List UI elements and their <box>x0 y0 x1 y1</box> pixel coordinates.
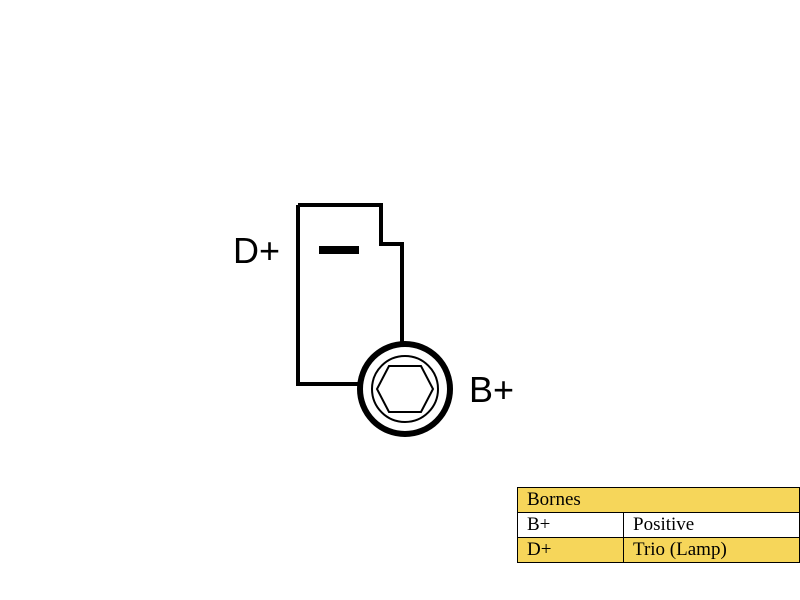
legend-header-row: Bornes <box>517 487 800 513</box>
legend-row-b-plus: B+ Positive <box>517 512 800 538</box>
hex-nut-icon <box>375 365 435 413</box>
legend-title: Bornes <box>517 487 800 513</box>
legend-meaning-cell: Trio (Lamp) <box>623 537 800 563</box>
terminal-legend-table: Bornes B+ Positive D+ Trio (Lamp) <box>517 487 800 563</box>
connector-housing-outline <box>298 203 404 342</box>
connector-housing-base <box>296 205 358 386</box>
legend-row-d-plus: D+ Trio (Lamp) <box>517 537 800 563</box>
legend-terminal-cell: B+ <box>517 512 624 538</box>
legend-terminal-cell: D+ <box>517 537 624 563</box>
minus-symbol-icon <box>319 246 359 254</box>
d-plus-label: D+ <box>233 230 280 271</box>
b-plus-stud-inner-ring <box>371 355 439 423</box>
b-plus-stud-outer-ring <box>357 341 453 437</box>
legend-meaning-cell: Positive <box>623 512 800 538</box>
b-plus-label: B+ <box>469 369 514 410</box>
